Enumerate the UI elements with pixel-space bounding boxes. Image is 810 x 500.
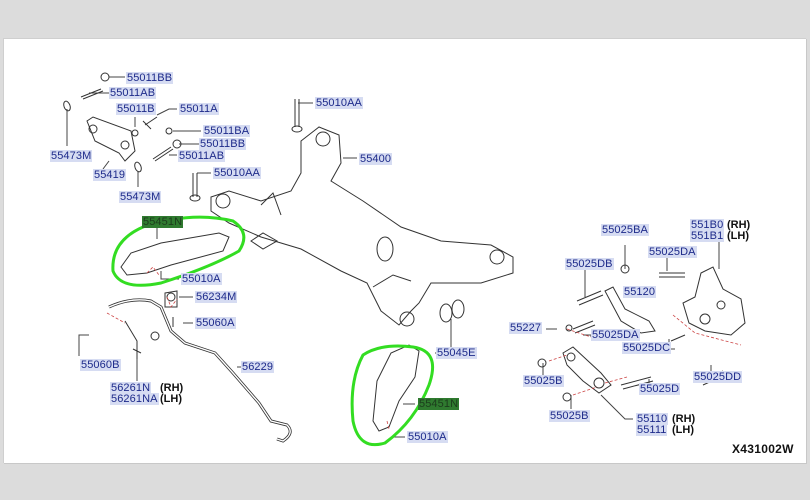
part-label[interactable]: 55473M xyxy=(50,150,93,162)
part-label[interactable]: 55419 xyxy=(93,169,127,181)
part-label[interactable]: 55025DB xyxy=(565,258,614,270)
part-label[interactable]: 55473M xyxy=(119,191,162,203)
part-label-highlighted[interactable]: 55451N xyxy=(142,216,184,228)
side-indicator: (LH) xyxy=(727,230,749,242)
part-label[interactable]: 56229 xyxy=(241,361,275,373)
part-label[interactable]: 551B0 xyxy=(690,219,725,231)
part-label[interactable]: 55025DC xyxy=(622,342,672,354)
part-label[interactable]: 55025BA xyxy=(601,224,649,236)
plate-55451N-left-shape xyxy=(120,232,230,276)
part-label-highlighted[interactable]: 55451N xyxy=(418,398,460,410)
part-label[interactable]: 55010AA xyxy=(213,167,261,179)
side-indicator: (RH) xyxy=(160,382,184,394)
part-label[interactable]: 55011BA xyxy=(203,125,251,137)
knuckle-551B0-shape xyxy=(682,266,746,336)
part-label[interactable]: 551B1 xyxy=(690,230,725,242)
diagram-canvas: 55011BB 55011AB 55011B 55011A 55011BA 55… xyxy=(3,38,806,463)
arm-55120-shape xyxy=(604,286,656,334)
part-label[interactable]: 56234M xyxy=(195,291,238,303)
part-label[interactable]: 55011AB xyxy=(178,150,226,162)
part-label[interactable]: 55110 xyxy=(636,413,669,425)
part-label[interactable]: 55011A xyxy=(179,103,219,115)
crossmember-55400-shape xyxy=(210,126,514,327)
part-label[interactable]: 55010A xyxy=(181,273,222,285)
plate-55451N-right-shape xyxy=(372,344,420,432)
highlight-loop-right xyxy=(350,344,434,447)
part-label[interactable]: 55045E xyxy=(436,347,477,359)
part-label[interactable]: 55025DD xyxy=(693,371,743,383)
arm-55110-shape xyxy=(562,346,612,394)
part-label[interactable]: 55400 xyxy=(359,153,393,165)
side-indicator: (RH) xyxy=(727,219,751,231)
part-label[interactable]: 55120 xyxy=(623,286,657,298)
side-indicator: (RH) xyxy=(672,413,696,425)
part-label[interactable]: 55011AB xyxy=(109,87,157,99)
assembly-lines xyxy=(106,266,742,430)
part-label[interactable]: 56261N xyxy=(110,382,152,394)
part-label[interactable]: 55011BB xyxy=(199,138,247,150)
part-label[interactable]: 55011BB xyxy=(126,72,174,84)
part-label[interactable]: 55010AA xyxy=(315,97,363,109)
side-indicator: (LH) xyxy=(160,393,182,405)
leader-lines xyxy=(66,76,720,438)
part-label[interactable]: 55025DA xyxy=(648,246,697,258)
part-label[interactable]: 55025B xyxy=(549,410,590,422)
bracket-55419-shape xyxy=(86,116,136,162)
highlight-loop-left xyxy=(111,215,246,287)
diagram-reference-code: X431002W xyxy=(732,442,794,456)
part-label[interactable]: 55111 xyxy=(636,424,668,436)
part-label[interactable]: 55010A xyxy=(407,431,448,443)
part-label[interactable]: 55011B xyxy=(116,103,156,115)
part-label[interactable]: 55060B xyxy=(80,359,121,371)
highlight-circles xyxy=(111,215,434,447)
part-label[interactable]: 55227 xyxy=(509,322,543,334)
part-label[interactable]: 55060A xyxy=(195,317,236,329)
side-indicator: (LH) xyxy=(672,424,694,436)
part-label[interactable]: 55025DA xyxy=(591,329,640,341)
part-label[interactable]: 55025B xyxy=(523,375,564,387)
part-label[interactable]: 56261NA xyxy=(110,393,159,405)
part-label[interactable]: 55025D xyxy=(639,383,681,395)
